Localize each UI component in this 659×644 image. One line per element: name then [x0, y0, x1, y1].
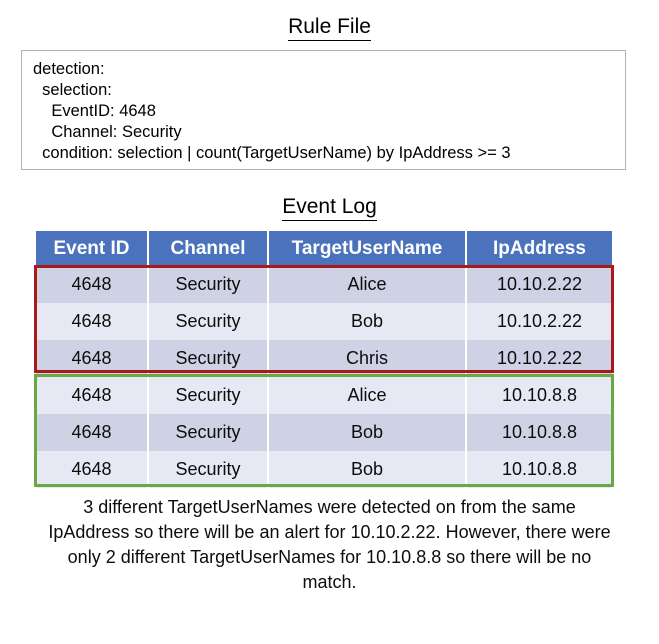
cell-channel: Security	[147, 340, 269, 377]
cell-event-id: 4648	[36, 451, 149, 488]
cell-ipaddress: 10.10.2.22	[465, 266, 612, 303]
table-row: 4648 Security Bob 10.10.2.22	[36, 303, 612, 340]
cell-channel: Security	[147, 377, 269, 414]
column-header-event-id: Event ID	[36, 231, 149, 266]
cell-channel: Security	[147, 303, 269, 340]
rule-file-content: detection: selection: EventID: 4648 Chan…	[22, 51, 625, 164]
cell-targetusername: Alice	[267, 377, 467, 414]
cell-channel: Security	[147, 266, 269, 303]
cell-targetusername: Chris	[267, 340, 467, 377]
cell-event-id: 4648	[36, 377, 149, 414]
table-row: 4648 Security Bob 10.10.8.8	[36, 451, 612, 488]
cell-targetusername: Bob	[267, 414, 467, 451]
event-log-title-text: Event Log	[282, 195, 377, 221]
cell-channel: Security	[147, 414, 269, 451]
rule-line: condition: selection | count(TargetUserN…	[33, 144, 511, 162]
event-log-title: Event Log	[0, 195, 659, 221]
cell-ipaddress: 10.10.2.22	[465, 340, 612, 377]
column-header-channel: Channel	[147, 231, 269, 266]
cell-event-id: 4648	[36, 303, 149, 340]
event-log-table: Event ID Channel TargetUserName IpAddres…	[36, 231, 612, 488]
column-header-targetusername: TargetUserName	[267, 231, 467, 266]
table-body: 4648 Security Alice 10.10.2.22 4648 Secu…	[36, 266, 612, 488]
table-row: 4648 Security Alice 10.10.8.8	[36, 377, 612, 414]
rule-line: Channel: Security	[33, 123, 182, 141]
cell-targetusername: Alice	[267, 266, 467, 303]
rule-line: detection:	[33, 60, 105, 78]
rule-file-box: detection: selection: EventID: 4648 Chan…	[21, 50, 626, 170]
column-header-ipaddress: IpAddress	[465, 231, 612, 266]
table-header-row: Event ID Channel TargetUserName IpAddres…	[36, 231, 612, 266]
cell-targetusername: Bob	[267, 303, 467, 340]
cell-targetusername: Bob	[267, 451, 467, 488]
table-row: 4648 Security Chris 10.10.2.22	[36, 340, 612, 377]
cell-event-id: 4648	[36, 266, 149, 303]
cell-event-id: 4648	[36, 414, 149, 451]
rule-line: selection:	[33, 81, 112, 99]
explanation-caption: 3 different TargetUserNames were detecte…	[48, 497, 611, 592]
rule-file-title-text: Rule File	[288, 15, 371, 41]
table-row: 4648 Security Alice 10.10.2.22	[36, 266, 612, 303]
rule-line: EventID: 4648	[33, 102, 156, 120]
cell-event-id: 4648	[36, 340, 149, 377]
cell-ipaddress: 10.10.2.22	[465, 303, 612, 340]
cell-ipaddress: 10.10.8.8	[465, 451, 612, 488]
cell-ipaddress: 10.10.8.8	[465, 414, 612, 451]
rule-file-title: Rule File	[0, 15, 659, 41]
table-row: 4648 Security Bob 10.10.8.8	[36, 414, 612, 451]
cell-ipaddress: 10.10.8.8	[465, 377, 612, 414]
table-header: Event ID Channel TargetUserName IpAddres…	[36, 231, 612, 266]
cell-channel: Security	[147, 451, 269, 488]
